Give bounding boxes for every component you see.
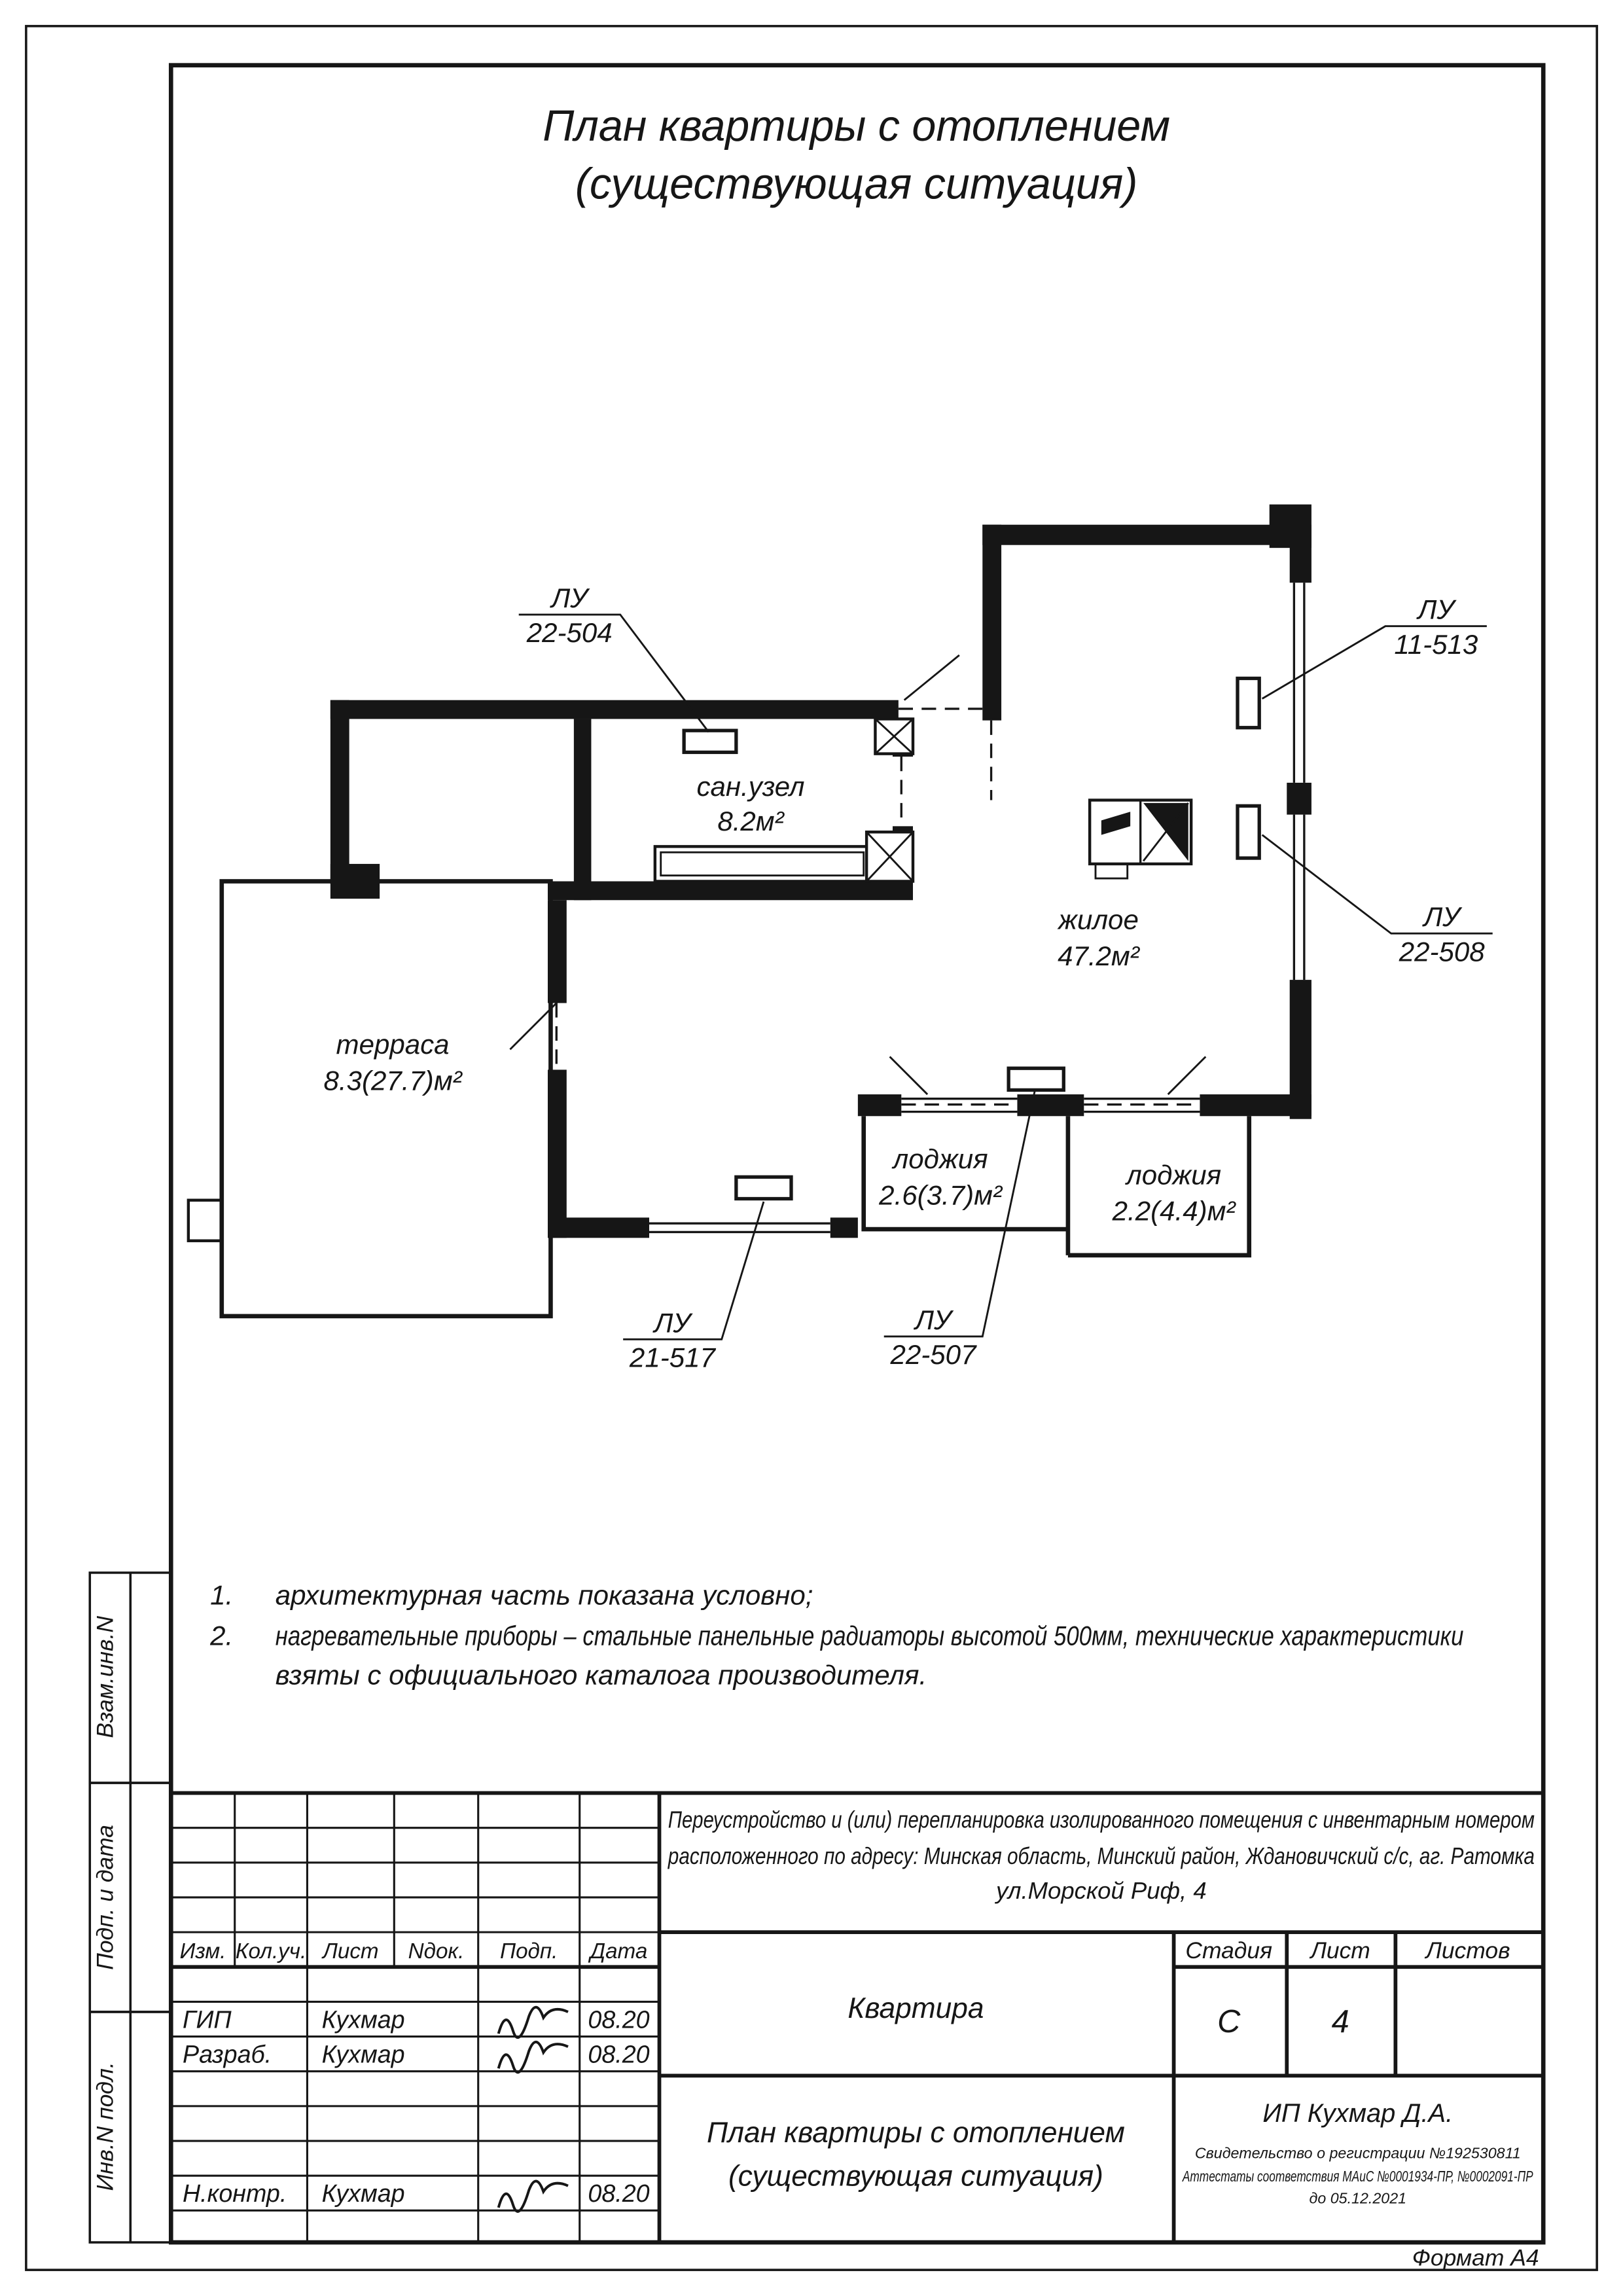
description-line3: ул.Морской Риф, 4 bbox=[994, 1877, 1207, 1904]
note-1-text: архитектурная часть показана условно; bbox=[276, 1580, 813, 1611]
signer-role-gip: ГИП bbox=[183, 2005, 232, 2033]
col-header-koluch: Кол.уч. bbox=[236, 1939, 306, 1964]
sheet-value: 4 bbox=[1332, 2004, 1349, 2039]
note-2-text-line2: взяты с официального каталога производит… bbox=[276, 1659, 927, 1690]
leader-3 bbox=[1261, 834, 1493, 935]
leader-2 bbox=[1261, 625, 1487, 700]
side-tabs: Взам.инв.N Подп. и дата Инв.N подл. bbox=[88, 1571, 173, 2244]
radiator-3 bbox=[1236, 804, 1261, 860]
radiator-label-num-1: 22-504 bbox=[526, 617, 613, 648]
company-cert-line1: Свидетельство о регистрации №192530811 bbox=[1195, 2145, 1521, 2162]
leader-5 bbox=[883, 1091, 1036, 1338]
company-name: ИП Кухмар Д.А. bbox=[1262, 2099, 1453, 2128]
door-leaves bbox=[509, 654, 1207, 1096]
side-tab-label-podp: Подп. и дата bbox=[92, 1825, 118, 1970]
room-area-sanuzel: 8.2м² bbox=[717, 806, 785, 836]
leader-4 bbox=[623, 1201, 765, 1340]
col-header-data: Дата bbox=[588, 1939, 648, 1964]
signer-date-gip: 08.20 bbox=[588, 2005, 649, 2033]
outer-border bbox=[25, 25, 1598, 2271]
signer-name-razrab: Кухмар bbox=[322, 2040, 405, 2068]
titleblock-description: Переустройство и (или) перепланировка из… bbox=[668, 1806, 1535, 1905]
radiator-label-code-3: ЛУ bbox=[1421, 901, 1463, 932]
signature-razrab bbox=[497, 2040, 569, 2074]
radiator-label-num-2: 11-513 bbox=[1394, 629, 1478, 660]
format-note: Формат А4 bbox=[1412, 2244, 1539, 2270]
title-block: Изм. Кол.уч. Лист Nдок. Подп. Дата ГИП К… bbox=[171, 1791, 1544, 2243]
object-name: Квартира bbox=[847, 1992, 984, 2024]
note-2-num: 2. bbox=[209, 1621, 233, 1651]
signature-nkontr bbox=[497, 2179, 569, 2213]
col-header-list: Лист bbox=[321, 1939, 378, 1964]
notes: 1. архитектурная часть показана условно;… bbox=[209, 1580, 1463, 1691]
room-name-lodzhiya-1: лоджия bbox=[891, 1143, 988, 1174]
note-2-text-line1: нагревательные приборы – стальные панель… bbox=[276, 1621, 1464, 1651]
room-name-terrasa: терраса bbox=[336, 1029, 450, 1060]
radiator-label-code-4: ЛУ bbox=[652, 1307, 694, 1338]
signer-name-nkontr: Кухмар bbox=[322, 2179, 405, 2207]
radiator-label-num-3: 22-508 bbox=[1399, 936, 1486, 967]
signature-gip bbox=[497, 2005, 569, 2039]
floor-plan: ЛУ 22-504 ЛУ 11-513 ЛУ 22-508 ЛУ 21-517 … bbox=[187, 504, 1493, 1372]
col-header-ndok: Nдок. bbox=[408, 1939, 465, 1964]
stage-value: С bbox=[1217, 2004, 1241, 2039]
radiator-label-code-2: ЛУ bbox=[1416, 594, 1457, 625]
radiator-label-code-1: ЛУ bbox=[549, 583, 590, 613]
kitchen-unit bbox=[1088, 798, 1193, 880]
room-name-zhiloe: жилое bbox=[1057, 905, 1139, 935]
radiator-label-code-5: ЛУ bbox=[913, 1304, 954, 1335]
room-name-sanuzel: сан.узел bbox=[696, 771, 804, 802]
room-area-zhiloe: 47.2м² bbox=[1058, 941, 1141, 971]
loggia-walls bbox=[861, 1116, 1252, 1258]
leaders bbox=[518, 613, 1493, 1340]
side-tab-label-vzam: Взам.инв.N bbox=[92, 1616, 118, 1738]
terrace-outline bbox=[187, 879, 553, 1319]
room-area-terrasa: 8.3(27.7)м² bbox=[323, 1065, 463, 1096]
main-frame bbox=[168, 63, 1546, 2245]
note-1-num: 1. bbox=[210, 1580, 233, 1611]
sheet-label: Лист bbox=[1310, 1937, 1370, 1964]
vent-shaft-2 bbox=[865, 830, 915, 883]
sheet-title-line1: План квартиры с отоплением bbox=[543, 102, 1170, 151]
dashed-openings bbox=[555, 708, 1200, 1106]
radiator-5 bbox=[1007, 1066, 1065, 1092]
radiator-2 bbox=[1236, 676, 1261, 730]
company-cert-line3: до 05.12.2021 bbox=[1309, 2189, 1406, 2206]
radiator-label-num-4: 21-517 bbox=[629, 1342, 717, 1372]
col-header-izm: Изм. bbox=[180, 1939, 226, 1964]
room-labels: сан.узел 8.2м² жилое 47.2м² терраса 8.3(… bbox=[323, 771, 1236, 1227]
company-cert-line2: Аттестаты соответствия МАиС №0001934-ПР,… bbox=[1181, 2168, 1533, 2185]
sheet-title-line2: (существующая ситуация) bbox=[575, 160, 1137, 208]
doc-title-line2: (существующая ситуация) bbox=[728, 2161, 1103, 2193]
room-name-lodzhiya-2: лоджия bbox=[1124, 1159, 1221, 1190]
signer-date-nkontr: 08.20 bbox=[588, 2179, 649, 2207]
radiator-1 bbox=[682, 728, 738, 755]
signer-role-razrab: Разраб. bbox=[183, 2040, 272, 2068]
signer-date-razrab: 08.20 bbox=[588, 2040, 649, 2068]
vent-shaft-1 bbox=[874, 717, 915, 755]
windows bbox=[649, 583, 1306, 1234]
room-area-lodzhiya-1: 2.6(3.7)м² bbox=[878, 1179, 1003, 1210]
signer-name-gip: Кухмар bbox=[322, 2005, 405, 2033]
room-area-lodzhiya-2: 2.2(4.4)м² bbox=[1112, 1196, 1237, 1227]
signer-role-nkontr: Н.контр. bbox=[183, 2179, 287, 2207]
radiators bbox=[682, 676, 1261, 1201]
titleblock-column-headers: Изм. Кол.уч. Лист Nдок. Подп. Дата bbox=[180, 1939, 648, 1964]
radiator-4 bbox=[734, 1175, 793, 1201]
titleblock-signer-rows: ГИП Кухмар 08.20 Разраб. Кухмар 08.20 Н.… bbox=[183, 2005, 650, 2213]
col-header-podp: Подп. bbox=[500, 1939, 558, 1964]
radiator-labels: ЛУ 22-504 ЛУ 11-513 ЛУ 22-508 ЛУ 21-517 … bbox=[526, 583, 1486, 1372]
description-line2: расположенного по адресу: Минская област… bbox=[668, 1842, 1535, 1869]
stage-label: Стадия bbox=[1185, 1937, 1272, 1964]
radiator-label-num-5: 22-507 bbox=[890, 1339, 978, 1370]
chimney-box bbox=[187, 1198, 224, 1242]
side-tab-label-inv: Инв.N подл. bbox=[92, 2062, 118, 2191]
leader-1 bbox=[518, 613, 709, 733]
bathtub bbox=[653, 845, 871, 883]
sheets-label: Листов bbox=[1425, 1937, 1510, 1964]
doc-title-line1: План квартиры с отоплением bbox=[707, 2117, 1125, 2149]
description-line1: Переустройство и (или) перепланировка из… bbox=[668, 1806, 1535, 1833]
